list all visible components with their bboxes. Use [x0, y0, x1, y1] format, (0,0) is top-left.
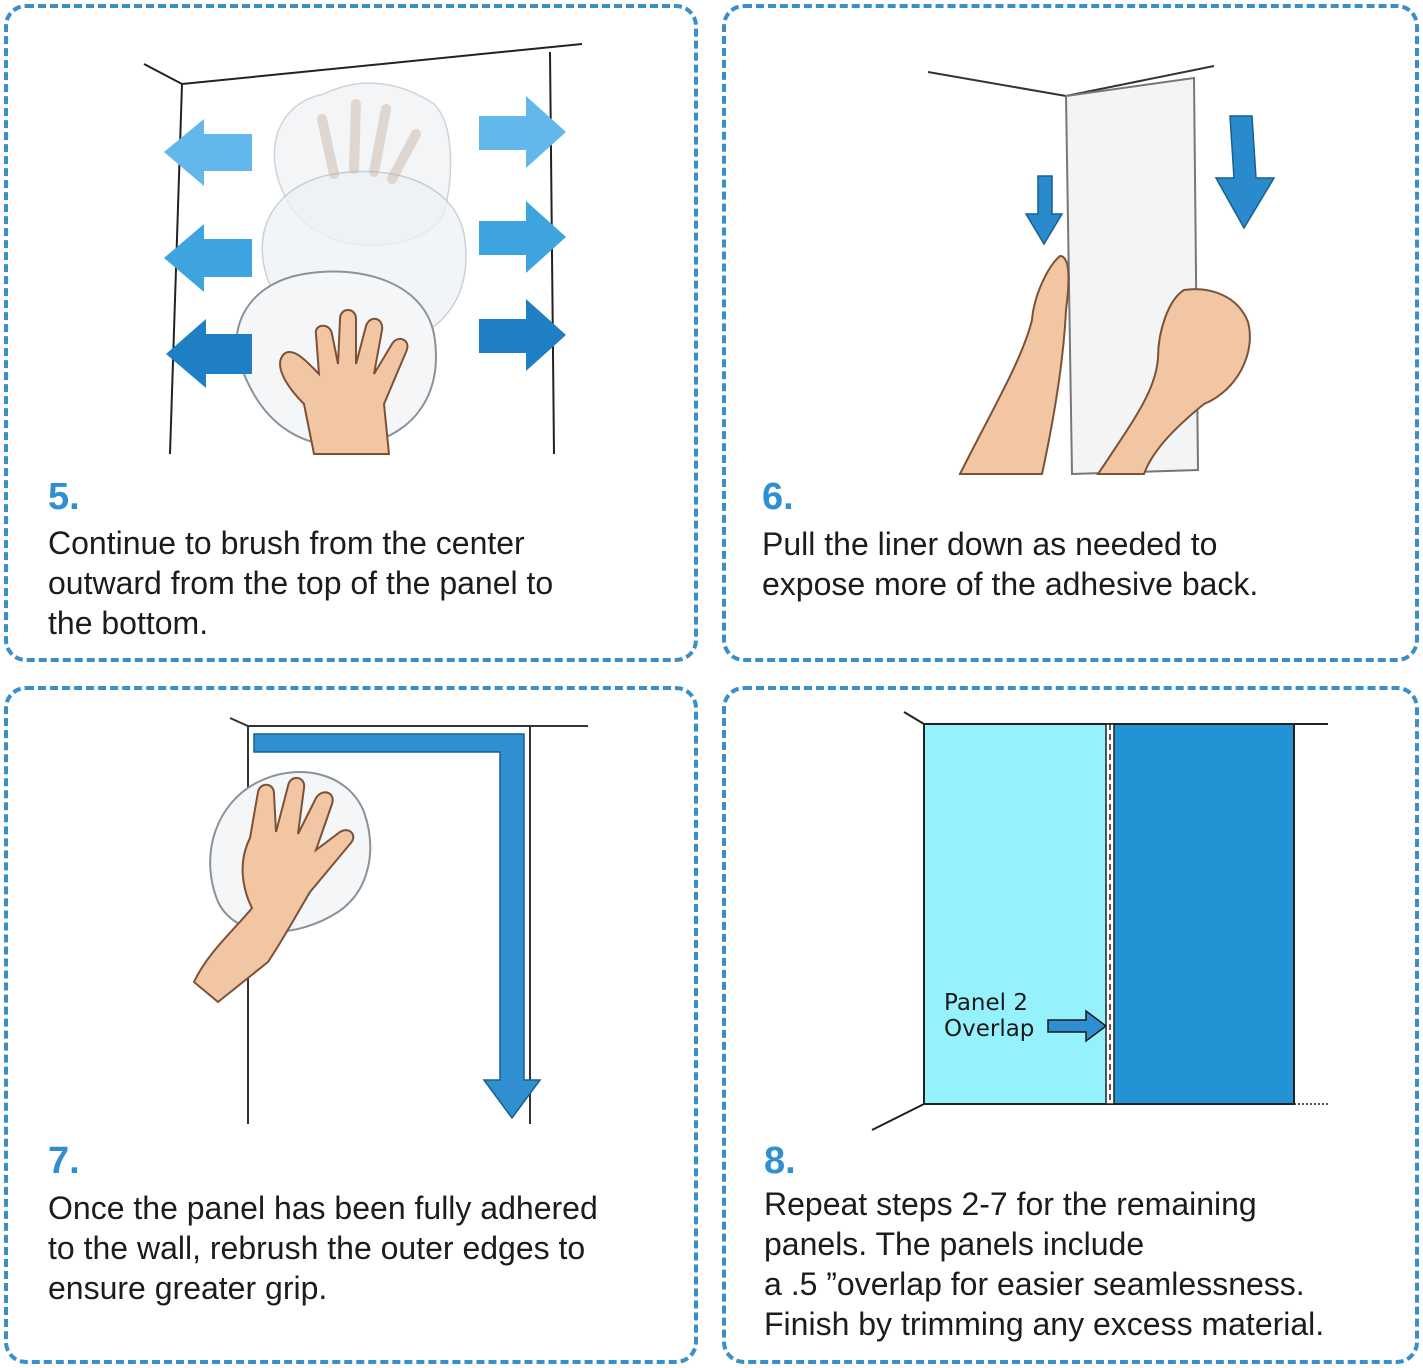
- step-number: 6.: [762, 476, 794, 518]
- overlap-label-line2: Overlap: [944, 1016, 1034, 1042]
- step-card-5: 5. Continue to brush from the center out…: [4, 4, 698, 662]
- step-card-6: 6. Pull the liner down as needed to expo…: [722, 4, 1419, 662]
- step-description: Once the panel has been fully adhered to…: [48, 1190, 598, 1306]
- overlap-label-line1: Panel 2: [944, 990, 1028, 1016]
- panel-1: [923, 723, 1111, 1105]
- panel-2: [1109, 723, 1295, 1105]
- hand-rebrush-edges-icon: [192, 717, 588, 1124]
- overlap-arrow-icon: [1047, 1009, 1108, 1043]
- step-description: Continue to brush from the center outwar…: [48, 525, 554, 641]
- step-description: Pull the liner down as needed to expose …: [762, 526, 1259, 602]
- step-number: 5.: [48, 476, 80, 518]
- step-description: Repeat steps 2-7 for the remaining panel…: [764, 1186, 1325, 1342]
- step-number: 7.: [48, 1140, 80, 1182]
- step-card-7: 7. Once the panel has been fully adhered…: [4, 686, 698, 1364]
- hand-smoothing-arrows-icon: [143, 43, 583, 455]
- hands-pulling-liner-icon: [927, 65, 1276, 476]
- panel-overlap-icon: Panel 2 Overlap: [871, 711, 1328, 1131]
- step-card-8: Panel 2 Overlap 8. Repeat steps 2-7 for …: [722, 686, 1419, 1364]
- step-number: 8.: [764, 1140, 796, 1182]
